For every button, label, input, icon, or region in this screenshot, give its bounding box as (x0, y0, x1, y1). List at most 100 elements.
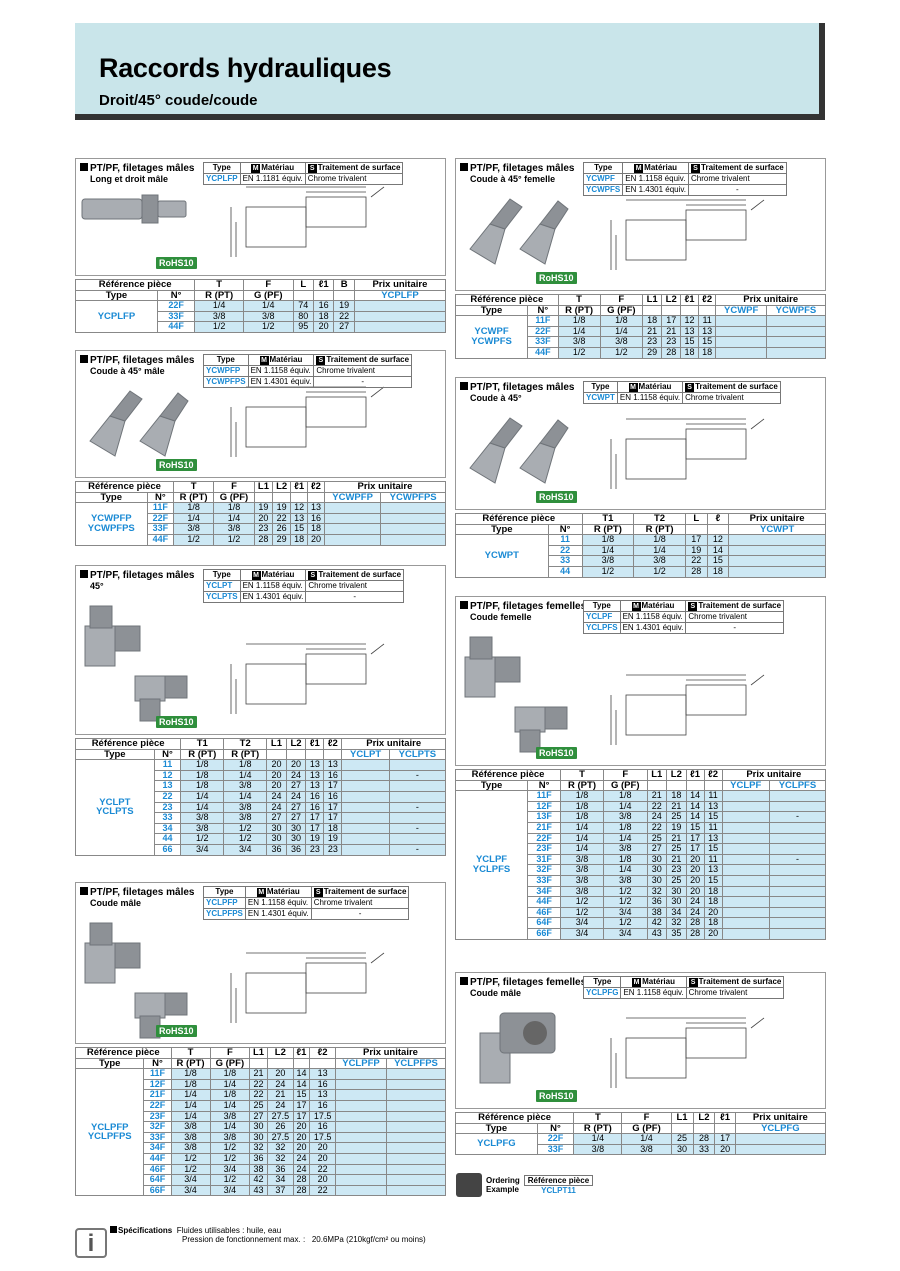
product-photo (460, 408, 570, 493)
ref-header: Référence pièce (454, 769, 562, 781)
product-photo (80, 913, 190, 1048)
rohs-badge: RoHS10 (536, 491, 577, 503)
ref-header: Référence pièce (454, 1112, 575, 1124)
ref-header: Référence pièce (455, 294, 559, 306)
product-photo (460, 189, 570, 274)
page-subtitle: Droit/45° coude/coude (99, 92, 258, 109)
product-photo (80, 189, 190, 234)
page-title: Raccords hydrauliques (99, 53, 392, 83)
dimension-drawing (586, 399, 816, 514)
rohs-badge: RoHS10 (536, 272, 577, 284)
product-photo (460, 627, 570, 762)
product-photo (460, 1003, 570, 1098)
ref-header: Référence pièce (74, 481, 175, 493)
info-icon: i (75, 1228, 107, 1258)
rohs-badge: RoHS10 (156, 257, 197, 269)
ref-header: Référence pièce (455, 513, 583, 525)
ref-header: Référence pièce (74, 279, 196, 291)
rohs-badge: RoHS10 (156, 459, 197, 471)
dimension-drawing (206, 167, 436, 282)
dimension-drawing (206, 933, 436, 1048)
rohs-badge: RoHS10 (536, 1090, 577, 1102)
dimension-drawing (586, 180, 816, 295)
ref-header: Référence pièce (74, 738, 182, 750)
page-header: Raccords hydrauliques Droit/45° coude/co… (75, 23, 825, 120)
rohs-badge: RoHS10 (156, 716, 197, 728)
rohs-badge: RoHS10 (156, 1025, 197, 1037)
dimension-drawing (586, 655, 816, 770)
specifications: Spécifications Fluides utilisables : hui… (110, 1226, 426, 1244)
